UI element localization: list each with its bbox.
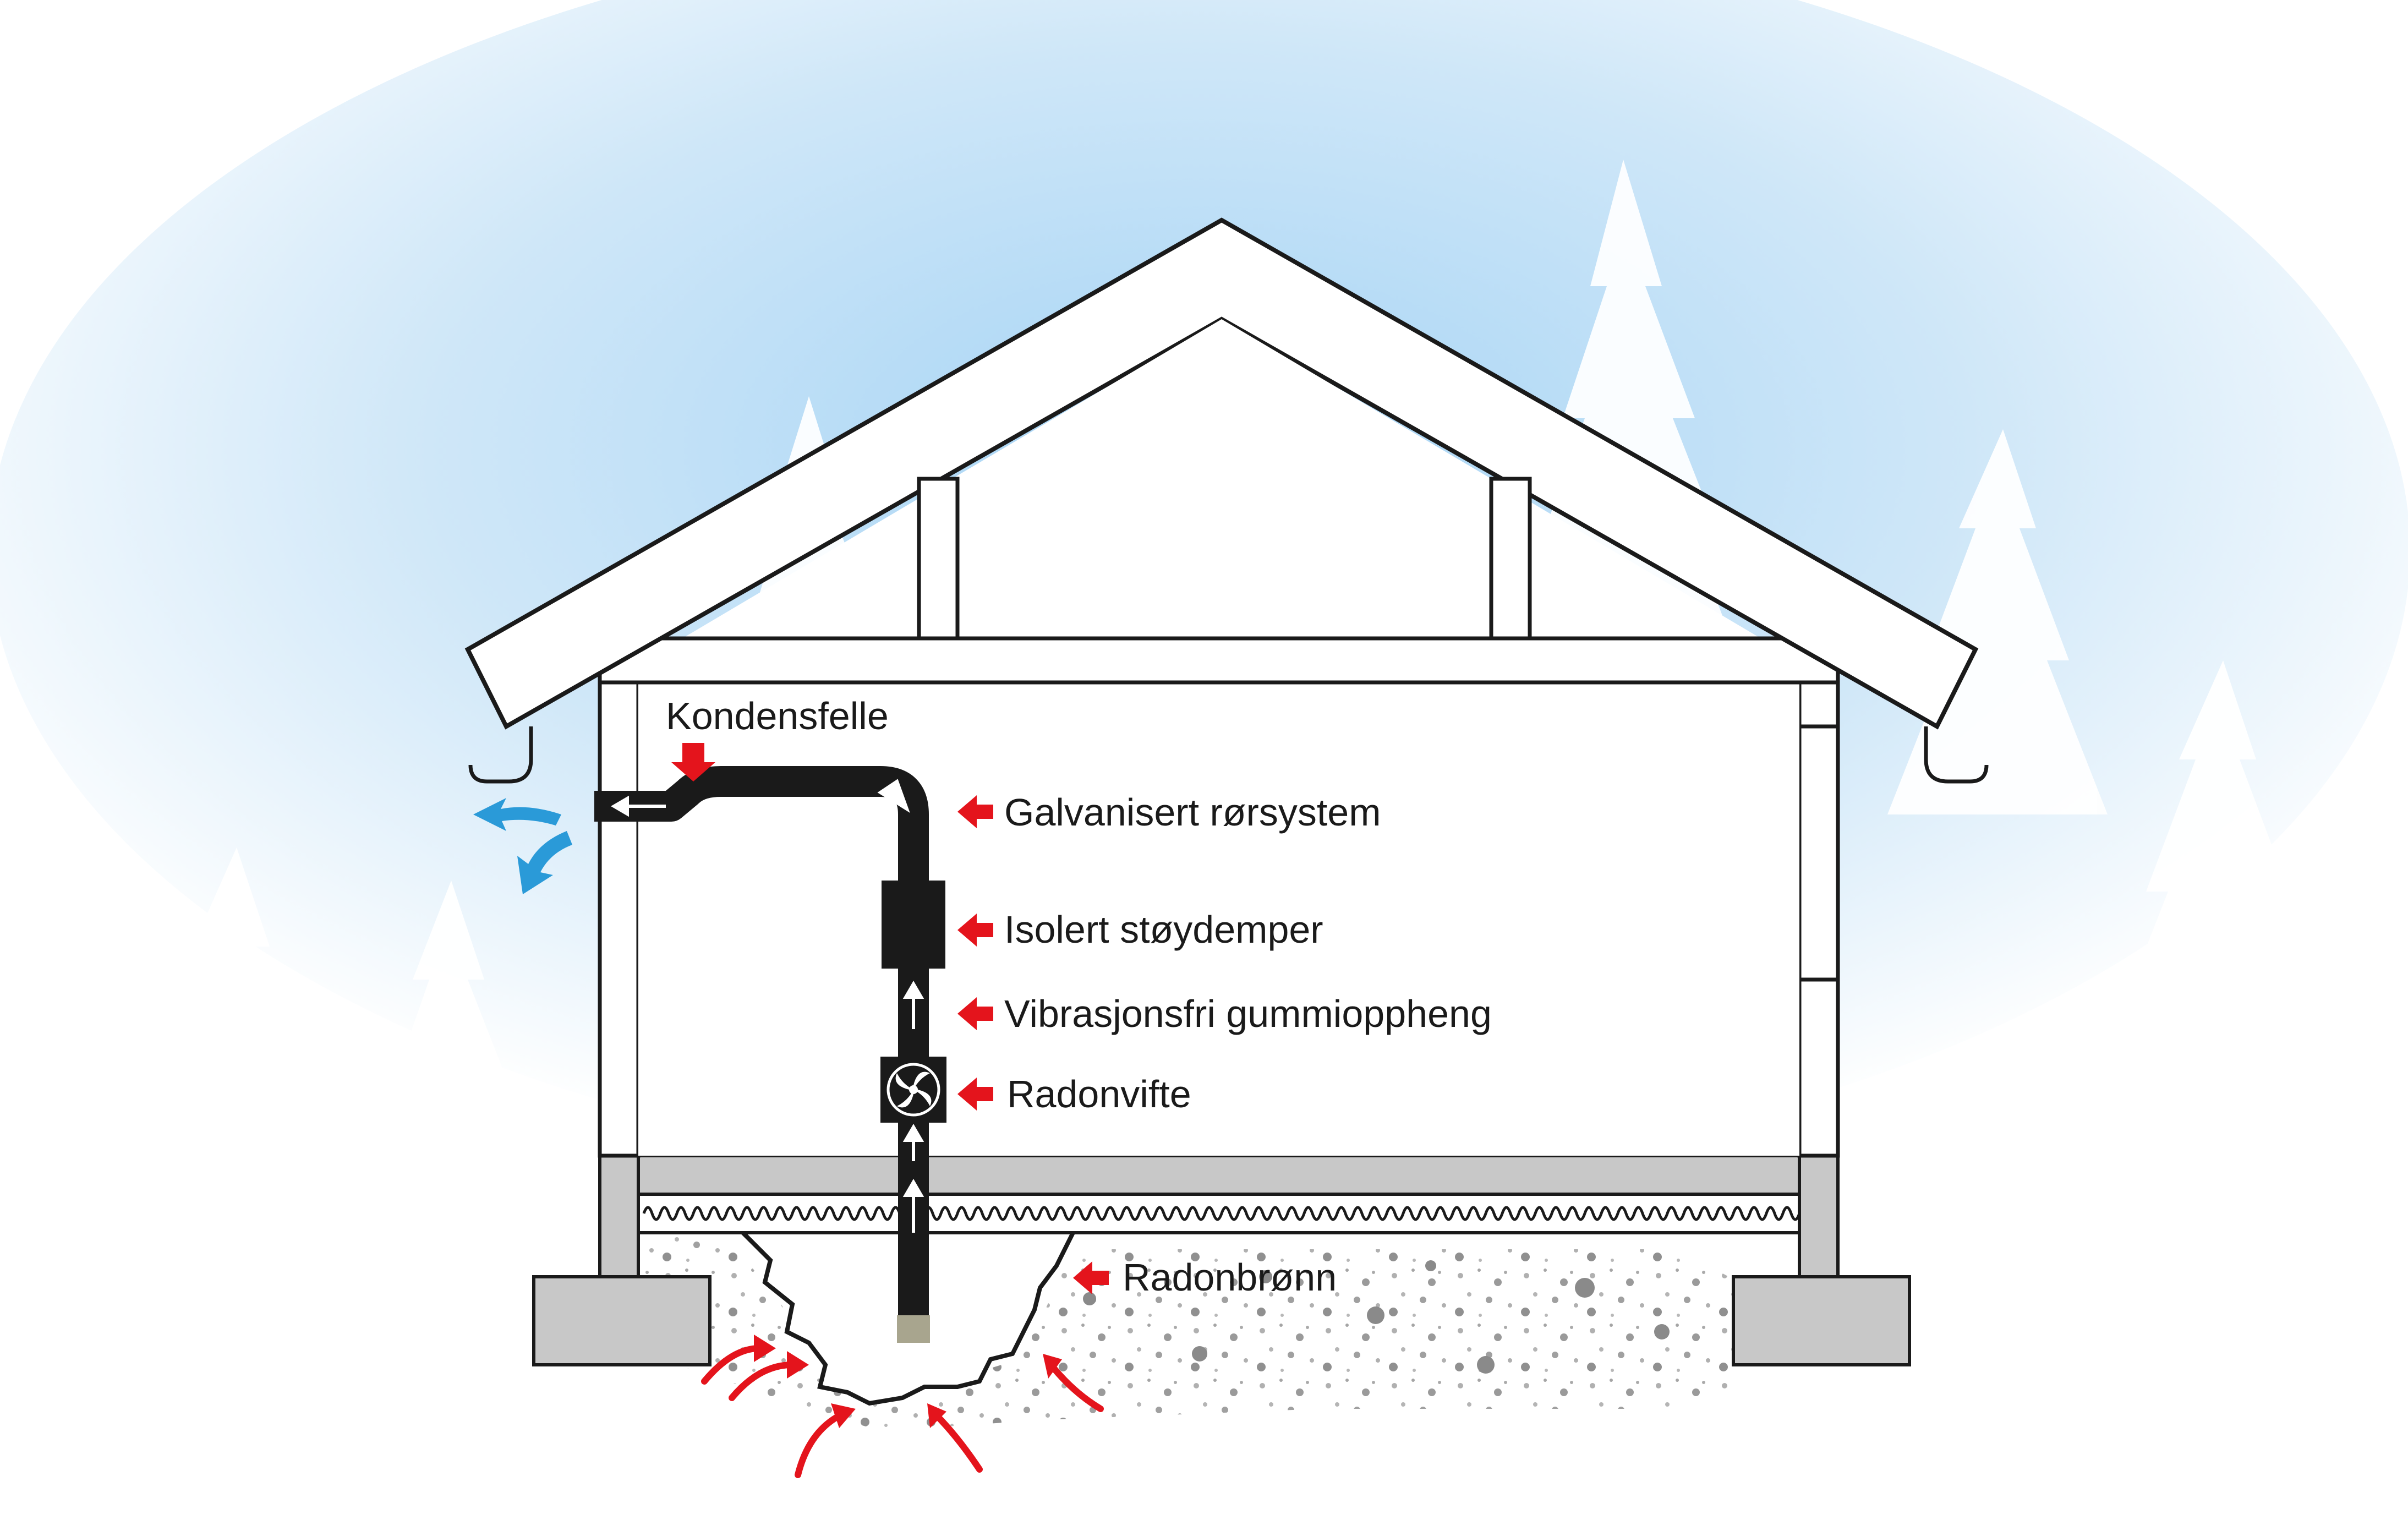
insulation-wave bbox=[642, 1206, 1801, 1221]
label-vibrasjonsfri-gummioppheng: Vibrasjonsfri gummioppheng bbox=[1004, 992, 1492, 1035]
gravel-ground bbox=[638, 1233, 1739, 1431]
left-gutter bbox=[468, 726, 533, 784]
floor-insulation bbox=[637, 1193, 1801, 1234]
left-foundation-wall bbox=[598, 1154, 640, 1278]
label-radonvifte: Radonvifte bbox=[1007, 1073, 1191, 1116]
ceiling-beam bbox=[598, 636, 1840, 685]
label-radonbronn: Radonbrønn bbox=[1123, 1256, 1337, 1299]
right-foundation-wall bbox=[1798, 1154, 1840, 1278]
exhaust-arrows bbox=[473, 798, 572, 894]
label-kondensfelle: Kondensfelle bbox=[666, 695, 889, 737]
silencer bbox=[882, 881, 945, 969]
radon-entry-arrowheads bbox=[754, 1335, 1062, 1428]
right-footing bbox=[1732, 1275, 1911, 1366]
left-footing bbox=[532, 1275, 712, 1366]
radon-entry-arrows bbox=[701, 1345, 1104, 1478]
interior-room bbox=[638, 682, 1799, 1156]
label-isolert-stoydemper: Isolert støydemper bbox=[1004, 908, 1323, 951]
roof bbox=[464, 217, 1979, 730]
fan-icon bbox=[886, 1063, 940, 1117]
floor-slab bbox=[637, 1154, 1801, 1196]
pipe-system bbox=[594, 766, 946, 1343]
right-gutter bbox=[1924, 726, 1989, 784]
red-pointer-arrows bbox=[671, 743, 1109, 1294]
flow-arrows bbox=[611, 779, 924, 1233]
label-galvanisert-rorsystem: Galvanisert rørsystem bbox=[1004, 791, 1381, 834]
